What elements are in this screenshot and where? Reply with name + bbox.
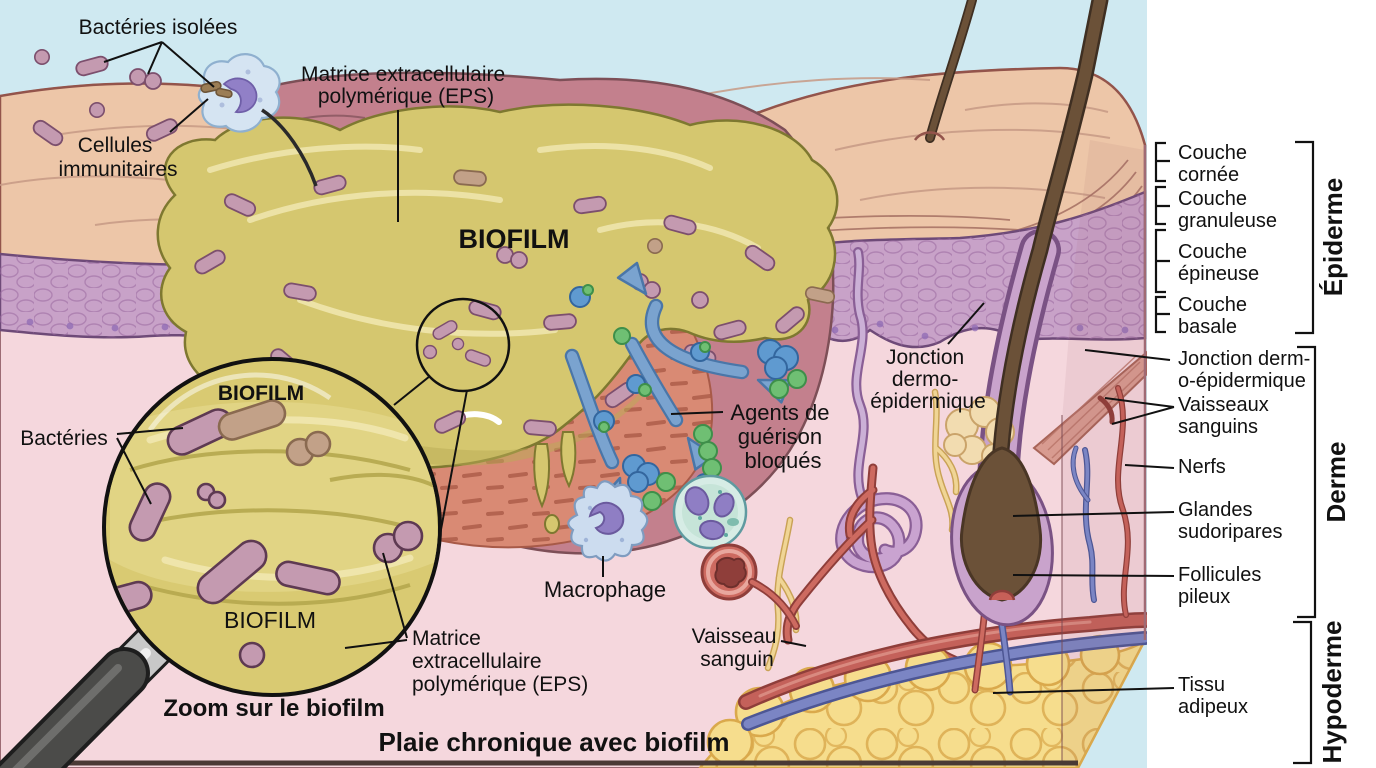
label-couche-cornee: Couche cornée (1178, 142, 1253, 186)
label-matrice-eps-bottom: Matrice extracellulaire polymérique (EPS… (412, 627, 588, 696)
neutrophil-cell (672, 474, 748, 550)
label-macrophage: Macrophage (544, 577, 666, 602)
label-couche-granuleuse: Couche granuleuse (1178, 188, 1277, 232)
hair-follicle (913, 0, 1148, 627)
label-bacteries-isolees: Bactéries isolées (79, 16, 238, 39)
caption-zoom: Zoom sur le biofilm (163, 695, 384, 722)
biofilm-detail-circle (415, 297, 511, 393)
blood-vessel-cross-section (700, 543, 800, 630)
panel-leader-lines (992, 349, 1175, 694)
leader-lines (103, 41, 985, 649)
label-tissu-adipeux: Tissu adipeux (1178, 674, 1248, 718)
label-nerfs: Nerfs (1178, 456, 1226, 478)
label-vaisseau-sanguin: Vaisseau sanguin (692, 625, 783, 671)
label-lens-biofilm-bottom: BIOFILM (224, 607, 316, 633)
caption-main: Plaie chronique avec biofilm (378, 727, 729, 757)
hair-bulb (959, 446, 1043, 602)
sweat-gland (835, 247, 923, 574)
dermal-papilla (988, 589, 1016, 601)
immune-cell (197, 53, 318, 187)
label-couche-epineuse: Couche épineuse (1178, 241, 1259, 285)
layer-panel: Couche cornée Couche granuleuse Couche é… (992, 0, 1376, 768)
cell-path-line (261, 108, 318, 187)
label-biofilm-main: BIOFILM (459, 224, 570, 254)
side-face-vessels (1070, 385, 1131, 618)
label-hypoderme: Hypoderme (1317, 620, 1347, 763)
lens-connector-line-1 (393, 375, 431, 406)
bracket-derme (1297, 345, 1317, 619)
label-couche-basale: Couche basale (1178, 294, 1253, 338)
lens-content (106, 399, 438, 669)
label-agents-bloques: Agents de guérison bloqués (730, 400, 835, 473)
label-cellules-immunitaires: Cellules immunitaires (58, 134, 177, 181)
label-derme: Derme (1321, 442, 1351, 523)
bracket-epiderme (1295, 140, 1315, 335)
label-glandes-sudoripares: Glandes sudoripares (1178, 499, 1283, 543)
label-follicules-pileux: Follicules pileux (1178, 564, 1267, 608)
block-side-face (1061, 140, 1147, 766)
label-epiderme: Épiderme (1318, 178, 1348, 297)
label-matrice-eps-top: Matrice extracellulaire polymérique (EPS… (301, 63, 511, 108)
label-jonction-dermo: Jonction dermo- épidermique (870, 346, 986, 413)
label-lens-bacteries: Bactéries (20, 427, 108, 450)
macrophage-cell (567, 480, 649, 562)
label-jonction-right: Jonction derm- o-épidermique (1178, 348, 1316, 392)
label-lens-biofilm-top: BIOFILM (218, 382, 304, 405)
bracket-hypoderme (1293, 620, 1313, 765)
label-vaisseaux-sanguins: Vaisseaux sanguins (1178, 394, 1274, 438)
magnifier (0, 357, 442, 768)
layer-brackets (1154, 140, 1317, 765)
